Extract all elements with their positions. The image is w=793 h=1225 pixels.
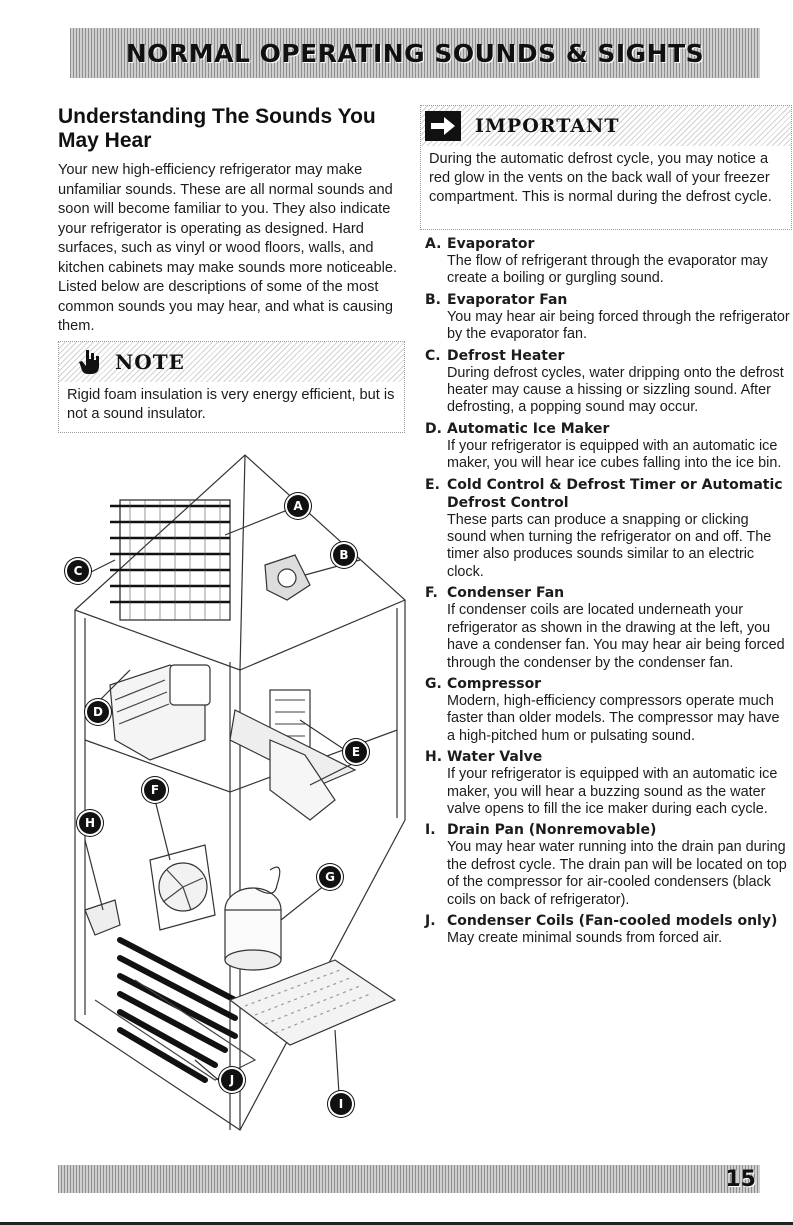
item-description: You may hear air being forced through th…	[447, 308, 790, 343]
item-description: If condenser coils are located underneat…	[447, 602, 785, 671]
item-letter: D.	[425, 420, 442, 437]
callout-label-e: E	[345, 741, 367, 763]
page-title: NORMAL OPERATING SOUNDS & SIGHTS	[125, 38, 705, 68]
intro-section: Understanding The Sounds You May Hear Yo…	[58, 105, 403, 337]
item-title: Cold Control & Defrost Timer or Automati…	[447, 476, 783, 511]
arrow-right-icon	[425, 111, 461, 141]
list-item: H.Water Valve If your refrigerator is eq…	[425, 748, 790, 818]
item-letter: F.	[425, 585, 438, 602]
item-title: Evaporator Fan	[447, 291, 568, 308]
bottom-rule	[0, 1222, 793, 1225]
page-number: 15	[725, 1166, 756, 1192]
note-title: NOTE	[115, 350, 185, 374]
important-title: IMPORTANT	[475, 115, 620, 137]
item-letter: J.	[425, 912, 436, 929]
callout-label-f: F	[144, 779, 166, 801]
note-callout: NOTE Rigid foam insulation is very energ…	[58, 341, 405, 433]
item-description: If your refrigerator is equipped with an…	[447, 766, 778, 817]
note-header: NOTE	[59, 342, 404, 382]
item-letter: I.	[425, 822, 436, 839]
item-title: Defrost Heater	[447, 347, 565, 364]
item-title: Condenser Coils (Fan-cooled models only)	[447, 912, 778, 929]
list-item: F. Condenser Fan If condenser coils are l…	[425, 584, 790, 672]
item-title: Evaporator	[447, 236, 535, 252]
note-text: Rigid foam insulation is very energy eff…	[67, 387, 395, 422]
list-item: C. Defrost Heater During defrost cycles, …	[425, 347, 790, 417]
important-text: During the automatic defrost cycle, you …	[429, 151, 772, 205]
item-description: During defrost cycles, water dripping on…	[447, 364, 784, 416]
item-letter: H.	[425, 749, 443, 766]
item-title: Drain Pan (Nonremovable)	[447, 822, 657, 839]
list-item: A. Evaporator The flow of refrigerant thr…	[425, 235, 790, 288]
intro-paragraph: Your new high-efficiency refrigerator ma…	[58, 162, 398, 334]
important-callout: IMPORTANT During the automatic defrost c…	[420, 105, 792, 230]
list-item: I. Drain Pan (Nonremovable) You may hear …	[425, 821, 790, 909]
callout-label-h: H	[79, 812, 101, 834]
item-description: You may hear water running into the drai…	[447, 839, 787, 908]
callout-label-a: A	[287, 495, 309, 517]
item-letter: A.	[425, 236, 442, 252]
sound-sources-list: A. Evaporator The flow of refrigerant thr…	[425, 235, 790, 950]
item-description: If your refrigerator is equipped with an…	[447, 437, 782, 472]
item-title: Condenser Fan	[447, 585, 565, 602]
callout-label-c: C	[67, 560, 89, 582]
item-description: May create minimal sounds from forced ai…	[447, 929, 723, 946]
item-description: These parts can produce a snapping or cl…	[447, 511, 772, 580]
callout-label-j: J	[221, 1069, 243, 1091]
item-title: Compressor	[447, 675, 542, 692]
header-band: NORMAL OPERATING SOUNDS & SIGHTS	[70, 28, 760, 78]
item-title: Automatic Ice Maker	[447, 420, 610, 437]
important-header: IMPORTANT	[421, 106, 791, 146]
item-letter: E.	[425, 476, 440, 493]
note-hand-icon	[79, 350, 99, 374]
section-title: Understanding The Sounds You May Hear	[58, 105, 376, 152]
footer-band: 15	[58, 1165, 760, 1193]
item-letter: C.	[425, 347, 441, 364]
item-title: Water Valve	[447, 749, 543, 766]
callout-label-i: I	[330, 1093, 352, 1115]
item-letter: G.	[425, 675, 442, 692]
list-item: J. Condenser Coils (Fan-cooled models onl…	[425, 912, 790, 947]
callout-label-g: G	[319, 866, 341, 888]
callout-label-b: B	[333, 544, 355, 566]
list-item: E. Cold Control & Defrost Timer or Automa…	[425, 476, 790, 582]
list-item: D. Automatic Ice Maker If your refrigerat…	[425, 420, 790, 473]
item-description: Modern, high-efficiency compressors oper…	[447, 692, 780, 744]
refrigerator-diagram: A B C D E F H G J I	[55, 440, 410, 1140]
item-description: The flow of refrigerant through the evap…	[447, 253, 768, 287]
list-item: B. Evaporator Fan You may hear air being …	[425, 291, 790, 344]
list-item: G. Compressor Modern, high-efficiency com…	[425, 675, 790, 745]
item-letter: B.	[425, 291, 441, 308]
callout-label-d: D	[87, 701, 109, 723]
refrigerator-illustration	[74, 454, 406, 1131]
